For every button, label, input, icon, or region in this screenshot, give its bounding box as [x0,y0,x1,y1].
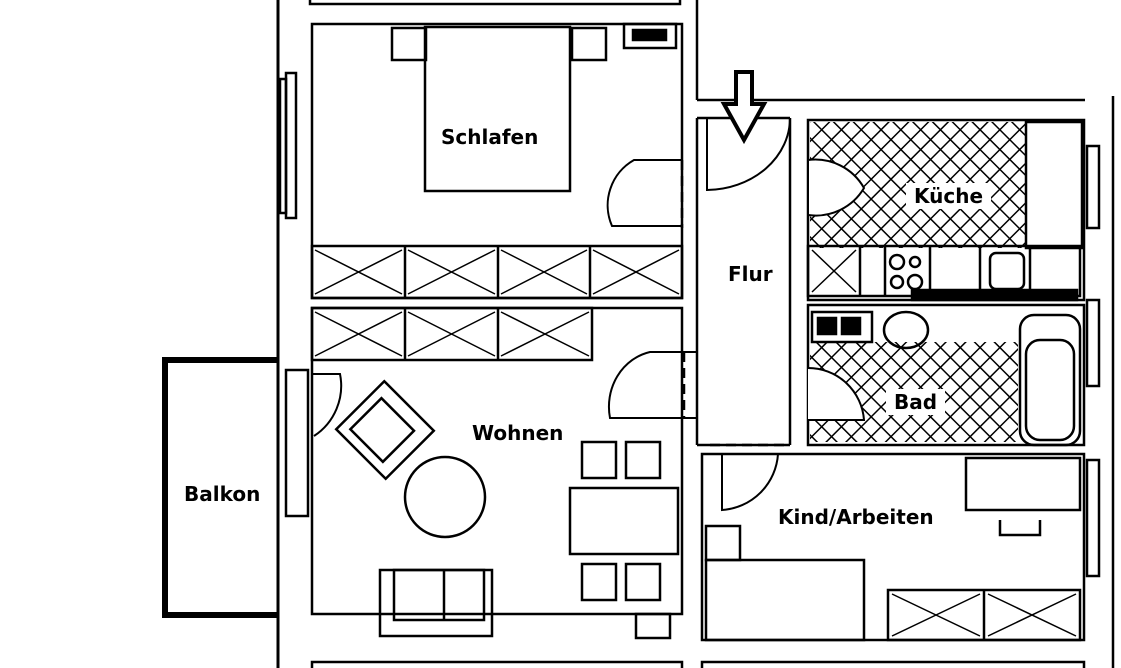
nightstand-left [390,26,428,62]
room-label-balkon: Balkon [184,482,261,506]
round-table [403,455,487,539]
room-label-kind-arbeiten: Kind/Arbeiten [778,505,934,529]
entrance-arrow-icon [720,70,768,145]
room-schlafen [278,22,684,300]
room-label-flur: Flur [728,262,773,286]
balcony [162,357,278,618]
nightstand-right [570,26,608,62]
bed [423,25,572,193]
room-label-schlafen: Schlafen [441,125,539,149]
room-label-kueche: Küche [906,183,992,209]
room-wohnen [284,306,684,640]
wardrobe-wohnen [310,306,594,362]
wardrobe-schlafen [310,244,684,300]
radiator [622,22,678,50]
room-label-bad: Bad [886,389,946,415]
room-label-wohnen: Wohnen [472,421,564,445]
room-kind-arbeiten [700,443,1101,642]
room-bad [806,298,1101,447]
room-kueche [806,118,1101,302]
